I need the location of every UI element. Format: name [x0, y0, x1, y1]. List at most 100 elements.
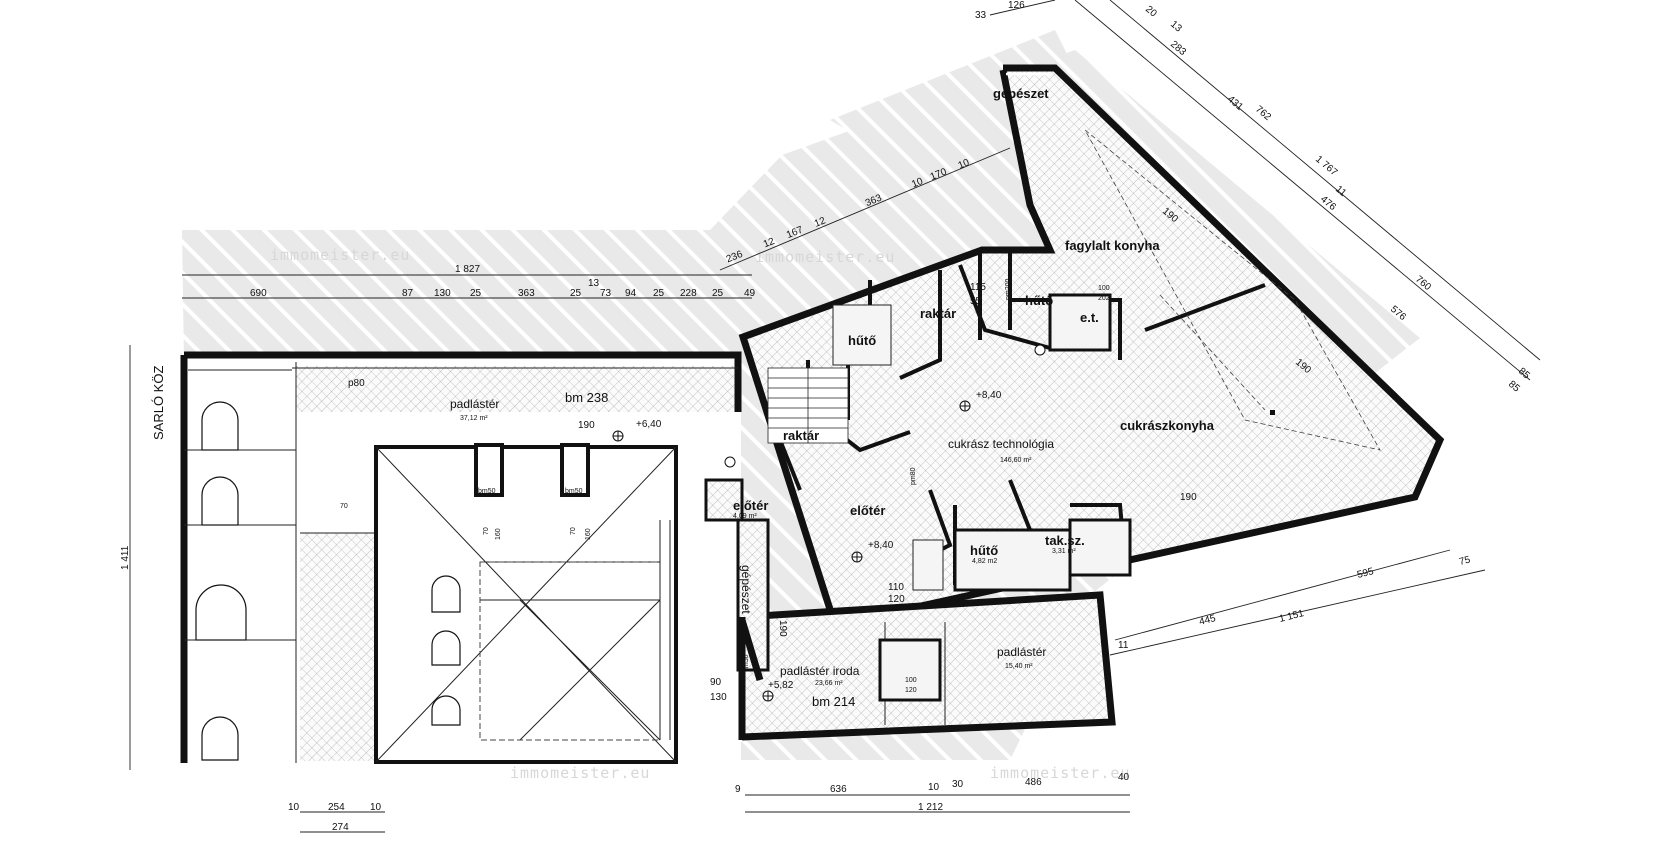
- label-bm238: bm 238: [565, 390, 608, 405]
- svg-text:274: 274: [332, 822, 349, 833]
- svg-text:1 212: 1 212: [918, 802, 943, 813]
- label-cukrasz-area: 146,60 m²: [1000, 457, 1032, 464]
- svg-text:1 151: 1 151: [1278, 608, 1305, 625]
- svg-text:120: 120: [888, 594, 905, 605]
- label-huto-3-area: 4,82 m2: [972, 558, 997, 565]
- svg-text:87: 87: [402, 288, 414, 299]
- svg-text:9: 9: [735, 784, 741, 795]
- dimension-lines: [129, 0, 1541, 833]
- svg-text:130: 130: [710, 692, 727, 703]
- svg-text:190: 190: [1180, 492, 1197, 503]
- svg-text:11: 11: [1333, 184, 1348, 199]
- street-name: SARLÓ KÖZ: [151, 366, 166, 440]
- svg-text:25: 25: [653, 288, 665, 299]
- svg-text:12: 12: [813, 215, 828, 230]
- label-padlaster-right: padlástér: [997, 645, 1046, 659]
- label-level-840b: +8,40: [868, 540, 894, 551]
- label-et: e.t.: [1080, 310, 1099, 325]
- svg-text:70: 70: [570, 527, 577, 535]
- label-raktar-small: raktár: [783, 428, 819, 443]
- watermark-2: immomeister.eu: [755, 248, 895, 266]
- svg-text:120: 120: [905, 687, 917, 694]
- svg-text:13: 13: [1168, 19, 1184, 35]
- label-cukrasz-technologia: cukrász technológia: [948, 437, 1054, 451]
- watermark-3: immomeister.eu: [510, 764, 650, 782]
- label-bm214: bm 214: [812, 694, 855, 709]
- svg-text:10: 10: [928, 782, 940, 793]
- svg-text:283: 283: [1168, 39, 1188, 58]
- label-eloter-small: előtér: [733, 498, 768, 513]
- dims-bottom-mid: 9 636 10 30 486 40 1 212: [735, 772, 1130, 813]
- svg-text:13: 13: [588, 278, 600, 289]
- watermark-4: immomeister.eu: [990, 764, 1130, 782]
- watermark-1: immomeister.eu: [270, 246, 410, 264]
- svg-text:10: 10: [370, 802, 382, 813]
- dim-left-height: 1 411: [120, 545, 131, 570]
- label-gepeszet-side: gépészet: [739, 565, 753, 614]
- svg-text:12: 12: [762, 236, 777, 251]
- label-padlaster-iroda: padlástér iroda: [780, 664, 860, 678]
- svg-text:202: 202: [1098, 295, 1110, 302]
- svg-text:130: 130: [434, 288, 451, 299]
- svg-text:160: 160: [585, 528, 592, 540]
- arch-windows: [195, 401, 461, 761]
- svg-text:90: 90: [710, 677, 722, 688]
- label-tak-sz: tak.sz.: [1045, 533, 1085, 548]
- label-huto-1: hűtő: [848, 333, 876, 348]
- main-building: [738, 64, 1445, 630]
- svg-text:115: 115: [970, 282, 986, 293]
- label-fagylalt-konyha: fagylalt konyha: [1065, 238, 1160, 253]
- svg-text:254: 254: [328, 802, 345, 813]
- label-level-582: +5,82: [768, 680, 794, 691]
- svg-text:33: 33: [975, 10, 987, 21]
- dims-top-row: 690 87 130 25 363 25 13 73 94 25 228 25 …: [250, 278, 756, 299]
- label-padlaster-left-area: 37,12 m²: [460, 415, 488, 422]
- label-eloter-small-area: 4,09 m²: [733, 513, 757, 520]
- svg-text:486: 486: [1025, 777, 1042, 788]
- svg-text:762: 762: [1253, 104, 1273, 123]
- svg-text:40: 40: [1118, 772, 1130, 783]
- room-labels: gépészet fagylalt konyha hűtő raktár hűt…: [450, 86, 1215, 687]
- label-bm50a: bm50: [478, 488, 496, 495]
- dims-bottom-left: 10 254 10 274: [288, 802, 382, 833]
- svg-text:760: 760: [1413, 274, 1433, 293]
- label-level-840a: +8,40: [976, 390, 1002, 401]
- label-eloter-main: előtér: [850, 503, 885, 518]
- label-gepeszet-top: gépészet: [993, 86, 1049, 101]
- svg-text:190: 190: [777, 620, 788, 637]
- dims-diagonal-top: 236 12 167 12 363 10 170 10: [725, 157, 972, 265]
- label-p80: p80: [348, 378, 365, 389]
- svg-text:20: 20: [1143, 4, 1159, 20]
- dims-right-low: 595 75 445 1 151 11: [1118, 554, 1472, 651]
- svg-text:94: 94: [625, 288, 637, 299]
- svg-text:126: 126: [1008, 0, 1025, 11]
- svg-text:70: 70: [483, 527, 490, 535]
- label-huto-3: hűtő: [970, 543, 998, 558]
- label-raktar: raktár: [920, 306, 956, 321]
- svg-text:49: 49: [744, 288, 756, 299]
- label-padlaster-right-area: 15,40 m²: [1005, 663, 1033, 670]
- svg-text:30: 30: [952, 779, 964, 790]
- stairs: [767, 367, 849, 444]
- svg-text:73: 73: [600, 288, 612, 299]
- svg-text:1 767: 1 767: [1313, 154, 1340, 179]
- svg-text:11: 11: [1118, 640, 1129, 651]
- svg-text:25: 25: [470, 288, 482, 299]
- svg-text:595: 595: [1356, 566, 1375, 581]
- svg-text:75: 75: [1458, 554, 1472, 567]
- level-markers: [612, 344, 1046, 702]
- svg-text:25: 25: [570, 288, 582, 299]
- svg-text:363: 363: [518, 288, 535, 299]
- label-padlaster-left: padlástér: [450, 397, 499, 411]
- svg-text:476: 476: [1318, 194, 1338, 213]
- label-cukraszkonyha: cukrászkonyha: [1120, 418, 1215, 433]
- svg-text:100: 100: [1098, 285, 1110, 292]
- dims-top-small: 33 126: [975, 0, 1025, 21]
- svg-text:10: 10: [957, 157, 972, 172]
- svg-text:190: 190: [578, 420, 595, 431]
- svg-text:636: 636: [830, 784, 847, 795]
- label-pm200: pm200: [1005, 278, 1012, 300]
- svg-text:10: 10: [910, 176, 925, 191]
- dim-top-total: 1 827: [455, 264, 480, 275]
